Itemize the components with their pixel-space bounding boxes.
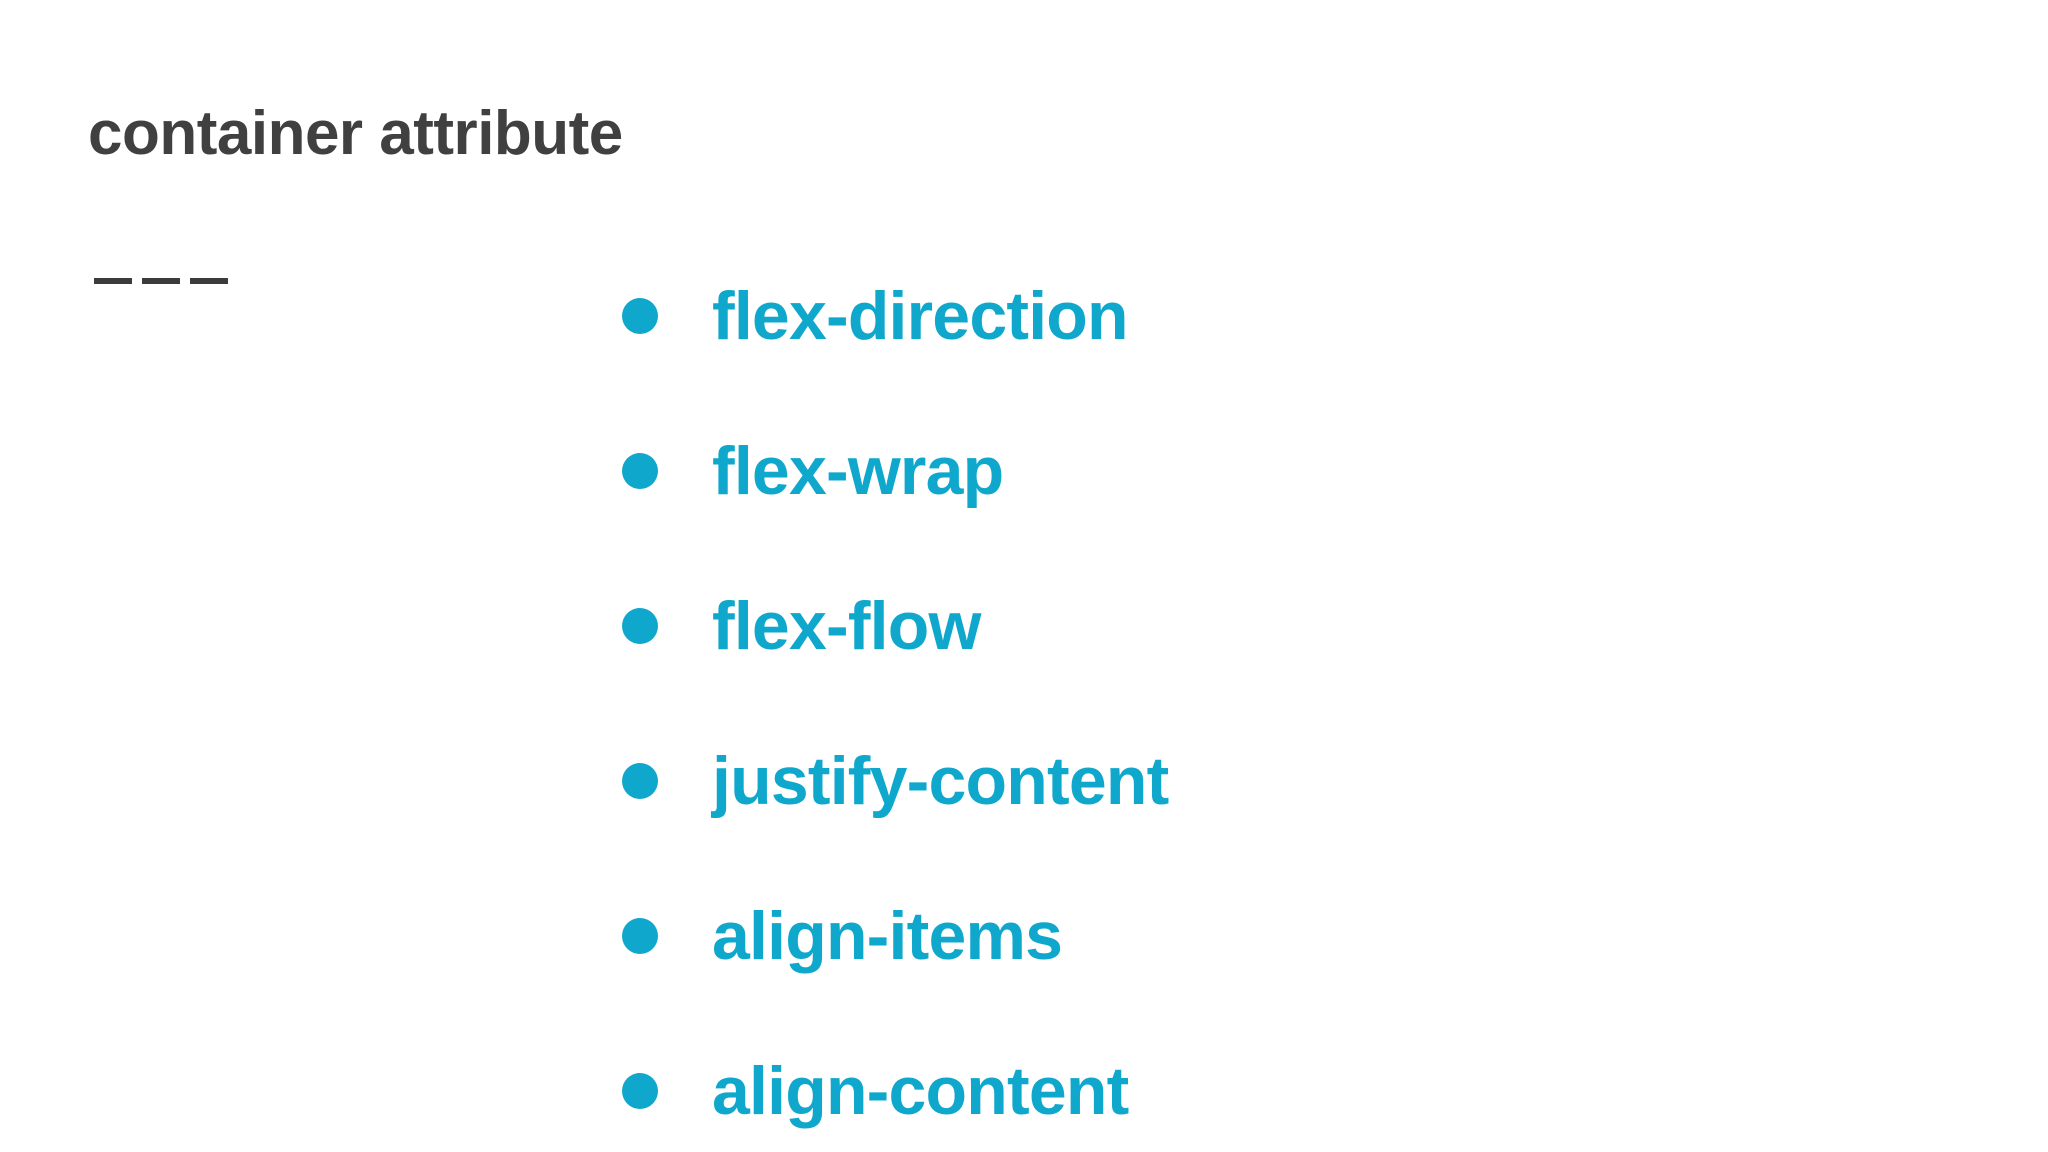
bullet-dot-icon <box>622 762 658 799</box>
em-dash-segment-1 <box>94 278 132 284</box>
list-item-label-align-content: align-content <box>712 1052 1129 1129</box>
list-item-label-flex-wrap: flex-wrap <box>712 432 1004 509</box>
page-title: container attribute <box>88 98 623 168</box>
list-item-label-justify-content: justify-content <box>712 742 1169 819</box>
list-item-label-flex-direction: flex-direction <box>712 277 1129 354</box>
list-item-label-align-items: align-items <box>712 897 1063 974</box>
bullet-dot-icon <box>622 917 658 954</box>
list-item: align-items <box>622 858 1722 1013</box>
list-item: align-content <box>622 1013 1722 1152</box>
list-item-label-flex-flow: flex-flow <box>712 587 981 664</box>
list-item: flex-direction <box>622 238 1722 393</box>
bullet-dot-icon <box>622 607 658 644</box>
em-dash-segment-3 <box>190 278 228 284</box>
bullet-dot-icon <box>622 297 658 334</box>
list-item: justify-content <box>622 703 1722 858</box>
bullet-dot-icon <box>622 452 658 489</box>
em-dash-segment-2 <box>142 278 180 284</box>
container-attribute-list: flex-direction flex-wrap flex-flow justi… <box>622 238 1722 1152</box>
list-item: flex-wrap <box>622 393 1722 548</box>
list-item: flex-flow <box>622 548 1722 703</box>
em-dash-rule <box>94 278 228 284</box>
bullet-dot-icon <box>622 1072 658 1109</box>
